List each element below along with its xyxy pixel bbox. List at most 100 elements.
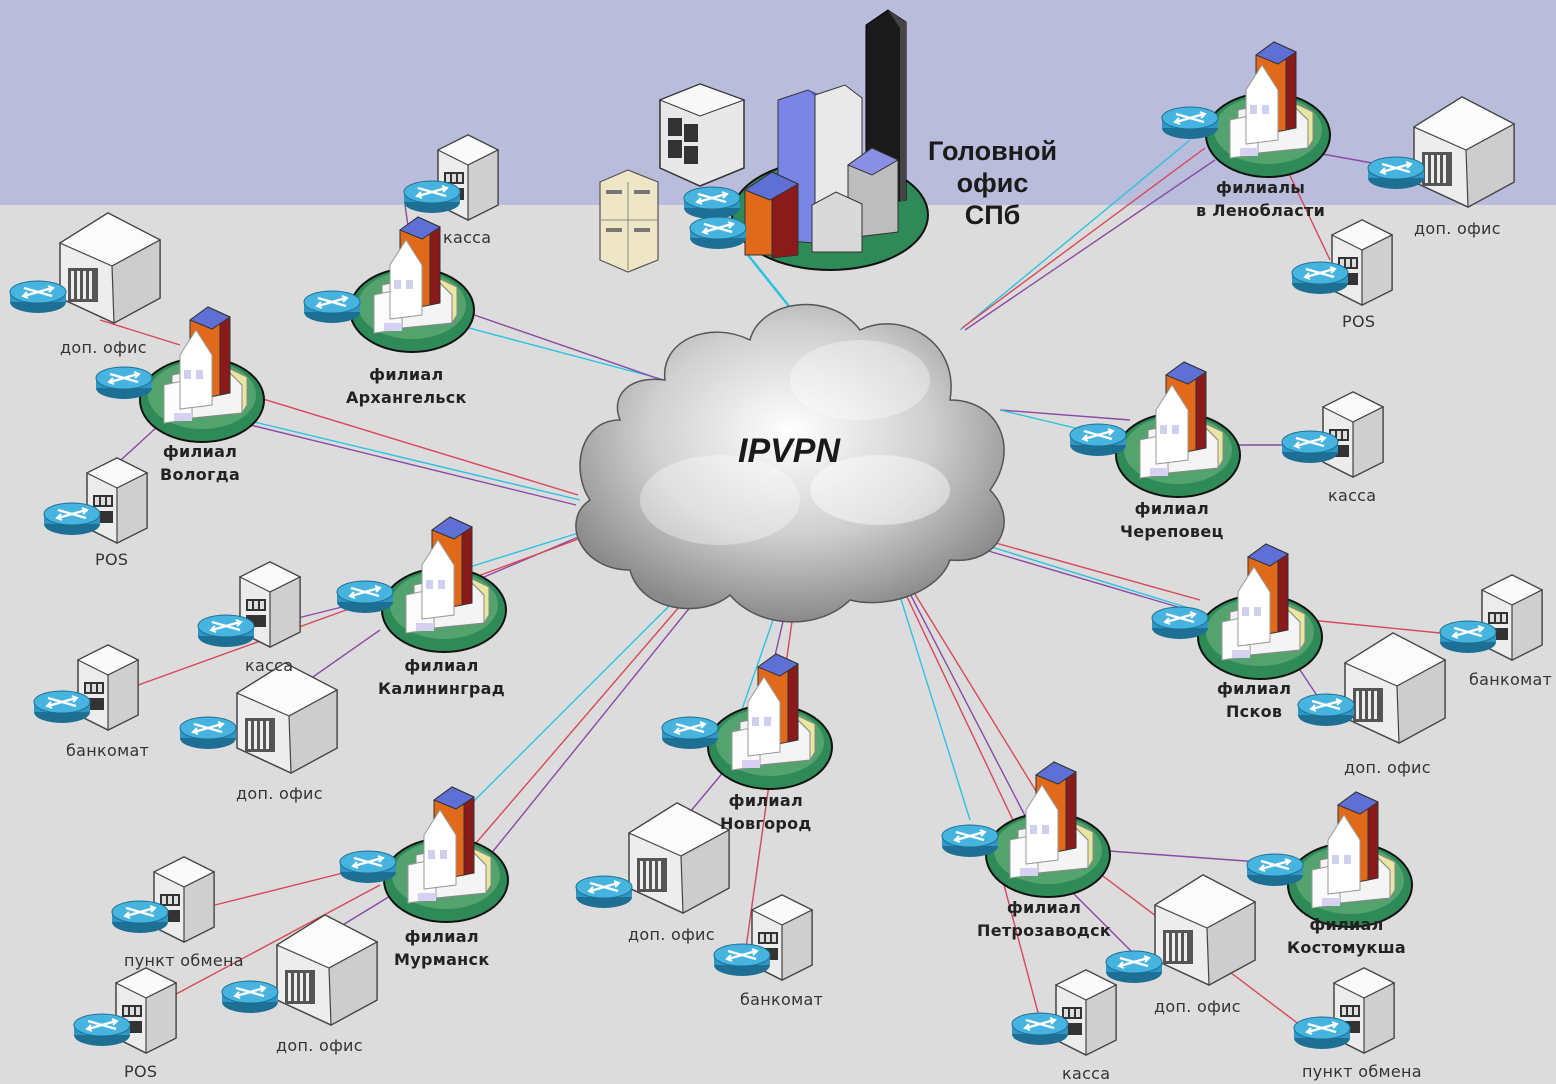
file-servers [599, 169, 659, 273]
branch-building-pet [985, 761, 1111, 898]
branch-label-line: Вологда [160, 465, 241, 484]
router-mur-pos [72, 1012, 132, 1048]
branch-label-line: Мурманск [394, 950, 490, 969]
link-vol-cloud-a [224, 414, 581, 501]
router-kal-kassa [196, 613, 256, 649]
branch-label-len: филиалы в Ленобласти [1196, 176, 1325, 222]
router-che [1068, 422, 1128, 458]
office-kal [236, 662, 338, 774]
ipvpn-cloud [575, 303, 1005, 623]
router-vol-pos [42, 501, 102, 537]
site-label-che-kassa: касса [1328, 486, 1377, 505]
hq-label-line: офис [956, 168, 1029, 198]
branch-label-line: филиал [1006, 898, 1082, 917]
office-len [1413, 96, 1515, 208]
link-vol-cloud-c [229, 419, 577, 506]
kiosk-kal-atm [77, 644, 139, 731]
branch-building-mur [383, 786, 509, 923]
branch-label-nov: филиал Новгород [720, 789, 812, 835]
router-len-pos [1290, 260, 1350, 296]
router-len-office [1366, 155, 1426, 191]
router-kos [1245, 852, 1305, 888]
hq-label-line: Головной [928, 136, 1058, 166]
site-label-kal-office: доп. офис [236, 784, 323, 803]
branch-label-mur: филиал Мурманск [394, 925, 489, 971]
branch-label-line: Костомукша [1287, 938, 1406, 957]
branch-label-vol: филиал Вологда [160, 440, 240, 486]
cloud-label: IPVPN [738, 432, 841, 470]
router-mur [338, 849, 398, 885]
site-label-len-office: доп. офис [1414, 219, 1501, 238]
link-vol-office [99, 319, 181, 346]
branch-label-kos: филиал Костомукша [1287, 913, 1406, 959]
branch-label-pet: филиал Петрозаводск [977, 896, 1111, 942]
link-pet-cloud-b [899, 581, 1021, 836]
hq-router-1 [682, 185, 742, 221]
link-kal-atm [129, 604, 361, 689]
router-arh-kassa [402, 179, 462, 215]
hq-complex [599, 9, 929, 273]
link-mur-exch [214, 869, 356, 906]
branch-building-kal [381, 516, 507, 653]
link-pet-kassa [999, 869, 1041, 1021]
router-nov-office [574, 874, 634, 910]
branch-label-line: Череповец [1120, 522, 1224, 541]
link-psk-cloud-a [984, 539, 1201, 601]
branch-label-line: филиал [1217, 679, 1292, 698]
branch-building-len [1205, 41, 1331, 178]
router-che-kassa [1280, 429, 1340, 465]
router-nov-atm [712, 942, 772, 978]
site-label-mur-exch: пункт обмена [124, 951, 244, 970]
branch-label-line: филиал [1309, 915, 1384, 934]
branch-label-line: Псков [1225, 702, 1283, 721]
site-label-len-pos: POS [1342, 312, 1376, 331]
link-pet-cloud-a [894, 579, 971, 821]
link-arh-cloud-b [459, 309, 669, 383]
site-label-mur-office: доп. офис [276, 1036, 363, 1055]
link-len-cloud-b [961, 147, 1206, 329]
site-label-vol-office: доп. офис [60, 338, 147, 357]
kiosk-che-kassa [1322, 391, 1384, 478]
branch-label-line: Петрозаводск [977, 921, 1112, 940]
router-arh [302, 289, 362, 325]
site-label-arh-kassa: касса [443, 228, 492, 247]
router-pet-kassa [1010, 1011, 1070, 1047]
site-label-pet-kassa: касса [1062, 1064, 1111, 1083]
kiosk-len-pos [1331, 219, 1393, 306]
site-label-kal-kassa: касса [245, 656, 294, 675]
links [99, 139, 1461, 1026]
office-pet [1154, 874, 1256, 986]
branch-building-kos [1287, 791, 1413, 928]
branch-label-che: филиал Череповец [1120, 497, 1224, 543]
kiosk-pet-kassa [1055, 969, 1117, 1056]
site-label-vol-pos: POS [95, 550, 129, 569]
branch-label-line: филиалы [1216, 178, 1306, 197]
site-label-nov-office: доп. офис [628, 925, 715, 944]
router-psk-atm [1438, 619, 1498, 655]
site-label-mur-pos: POS [124, 1062, 158, 1081]
site-label-pet-exch: пункт обмена [1302, 1062, 1422, 1081]
branch-label-line: филиал [369, 365, 444, 384]
branch-label-line: филиал [404, 656, 479, 675]
branch-label-kal: филиал Калининград [378, 654, 505, 700]
site-label-nov-atm: банкомат [740, 990, 824, 1009]
server-rack [658, 83, 746, 187]
router-mur-office [220, 979, 280, 1015]
link-psk-cloud-b [984, 544, 1196, 611]
branch-building-nov [707, 653, 833, 790]
office-nov [628, 802, 730, 914]
link-psk-atm [1309, 619, 1461, 636]
office-psk [1344, 632, 1446, 744]
link-che-cloud-a [999, 409, 1131, 421]
link-len-cloud-c [964, 159, 1216, 331]
link-vol-cloud-b [239, 391, 579, 496]
kiosk-mur-exch [153, 856, 215, 943]
branch-building-che [1115, 361, 1241, 498]
branch-label-line: филиал [1134, 499, 1209, 518]
branch-label-line: Новгород [720, 814, 812, 833]
branch-label-line: филиал [162, 442, 238, 461]
branch-label-line: филиал [404, 927, 479, 946]
site-label-psk-office: доп. офис [1344, 758, 1431, 777]
router-pet [940, 823, 1000, 859]
